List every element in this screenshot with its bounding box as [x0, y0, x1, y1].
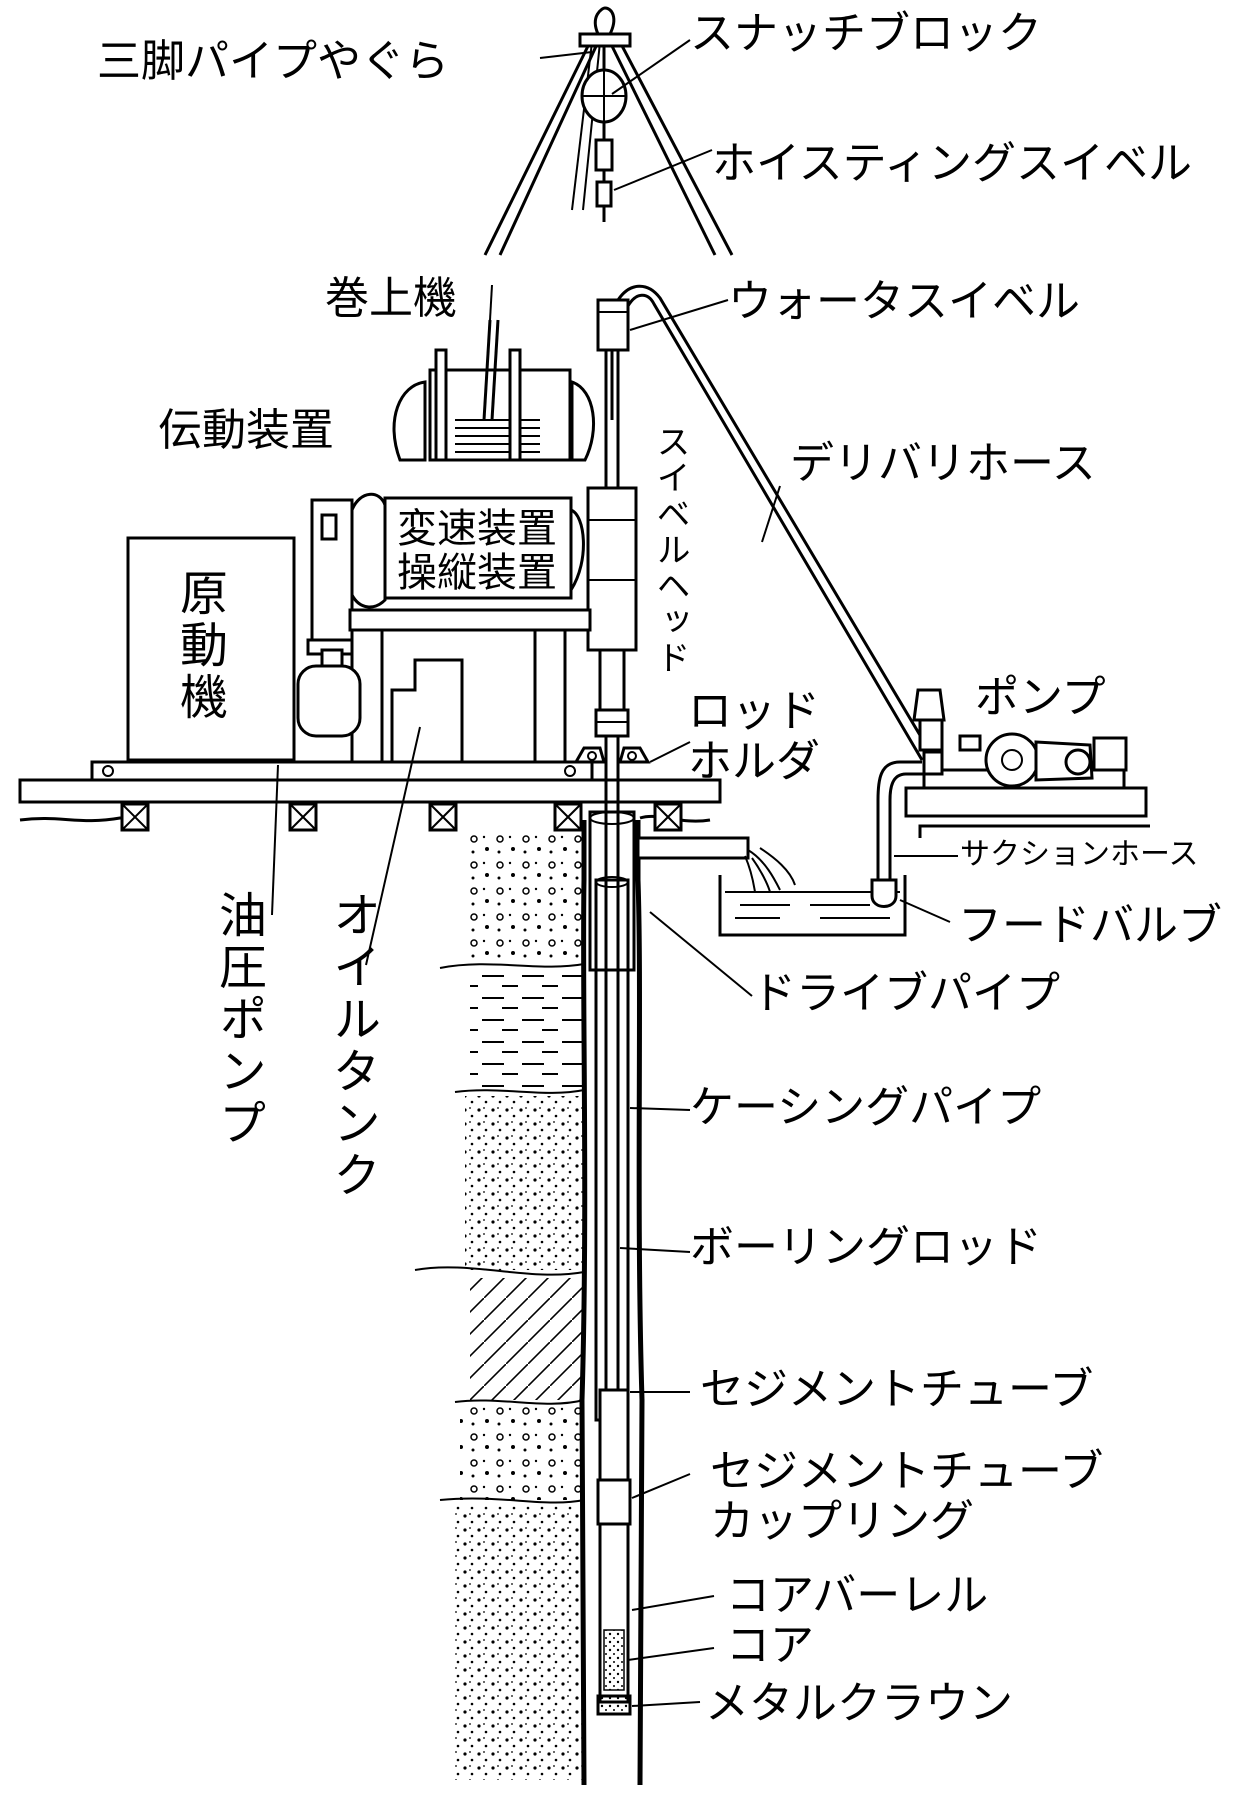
label-rod-holder-2: ホルダ — [688, 736, 820, 787]
label-casing-pipe: ケーシングパイプ — [690, 1082, 1041, 1133]
label-water-swivel: ウォータスイベル — [728, 276, 1080, 327]
prime-mover — [126, 536, 296, 762]
borehole — [579, 820, 645, 1786]
label-gearbox-line2: 操縦装置 — [397, 550, 557, 596]
hoist-drum-cable — [455, 419, 540, 453]
label-engine-1: 原 — [180, 566, 228, 622]
oil-tank — [390, 658, 464, 764]
swivel-head — [586, 486, 638, 738]
label-swivel-head: スイベルヘッド — [650, 424, 690, 676]
hoisting-swivel — [594, 122, 614, 222]
machine-frame — [348, 608, 592, 764]
snatch-block — [580, 46, 628, 124]
label-hoisting-swivel: ホイスティングスイベル — [712, 138, 1192, 189]
label-suction-hose: サクションホース — [960, 837, 1199, 872]
label-core-barrel: コアバーレル — [726, 1570, 988, 1621]
foot-valve — [870, 878, 898, 908]
sediment-tube-coupling — [596, 1478, 632, 1526]
soil-strata — [414, 830, 585, 1780]
hoist — [392, 319, 596, 462]
water-swivel — [596, 298, 630, 420]
label-engine-2: 動 — [180, 618, 228, 674]
label-pump: ポンプ — [975, 672, 1106, 723]
rig-platform — [18, 760, 722, 832]
label-gearbox-line1: 変速装置 — [397, 506, 557, 552]
label-sediment-coupling-1: セジメントチューブ — [710, 1446, 1103, 1497]
label-foot-valve: フードバルブ — [958, 900, 1222, 951]
pump-assembly — [904, 688, 1148, 818]
label-snatch-block: スナッチブロック — [690, 8, 1042, 59]
label-boring-rod: ボーリングロッド — [690, 1222, 1042, 1273]
label-drive-pipe: ドライブパイプ — [752, 968, 1060, 1019]
label-sediment-coupling-2: カップリング — [710, 1496, 974, 1547]
leader-lines — [271, 39, 958, 1707]
label-hoist: 巻上機 — [325, 273, 457, 324]
sediment-tube — [598, 1388, 630, 1482]
label-sediment-tube: セジメントチューブ — [700, 1364, 1093, 1415]
platform-sleepers — [120, 802, 683, 832]
label-core: コア — [726, 1620, 814, 1671]
label-delivery-hose: デリバリホース — [790, 438, 1096, 489]
delivery-hose — [616, 284, 932, 761]
core-sample — [603, 1629, 625, 1691]
label-metal-crown: メタルクラウン — [705, 1678, 1013, 1729]
hydraulic-pump — [296, 648, 362, 738]
gearbox-control-unit — [350, 492, 585, 609]
suction-hose — [876, 760, 934, 880]
label-tripod: 三脚パイプやぐら — [97, 36, 449, 87]
label-hydraulic-pump: 油圧ポンプ — [210, 890, 266, 1150]
label-rod-holder-1: ロッド — [688, 686, 820, 737]
rod-holder — [573, 746, 651, 764]
label-transmission: 伝動装置 — [158, 405, 334, 456]
label-engine-3: 機 — [180, 670, 228, 726]
label-oil-tank: オイルタンク — [324, 890, 380, 1202]
boring-rod — [604, 300, 620, 1400]
metal-crown — [596, 1694, 632, 1716]
overflow-pipe — [636, 836, 796, 893]
